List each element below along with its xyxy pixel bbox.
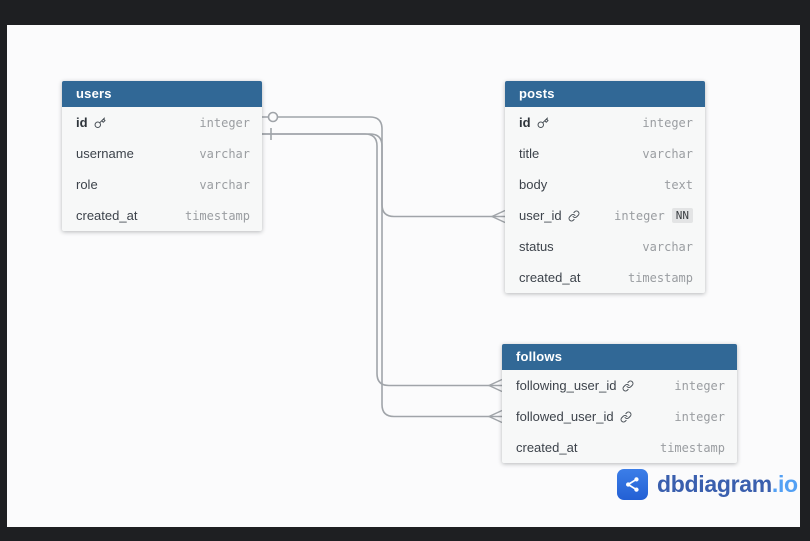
field-row-follows-followed_user_id[interactable]: followed_user_id integer <box>502 401 737 432</box>
field-type: varchar <box>642 239 693 254</box>
logo-tld: .io <box>771 471 798 497</box>
relationship-line[interactable] <box>262 116 505 218</box>
field-meta: integer <box>674 379 725 393</box>
field-meta: varchar <box>642 147 693 161</box>
field-name: body <box>519 177 548 192</box>
share-icon <box>617 469 648 500</box>
field-name: status <box>519 239 554 254</box>
field-meta: timestamp <box>660 441 725 455</box>
field-row-follows-following_user_id[interactable]: following_user_id integer <box>502 370 737 401</box>
field-type: integer <box>614 208 665 223</box>
field-meta: integer <box>674 410 725 424</box>
table-header-posts[interactable]: posts <box>505 81 705 107</box>
field-type: integer <box>199 115 250 130</box>
relationship-line[interactable] <box>262 133 502 387</box>
field-row-posts-body[interactable]: body text <box>505 169 705 200</box>
field-meta: varchar <box>199 147 250 161</box>
field-row-posts-user_id[interactable]: user_id integer NN <box>505 200 705 231</box>
link-icon <box>620 411 631 422</box>
link-icon <box>623 380 634 391</box>
field-type: integer <box>674 409 725 424</box>
field-meta: integer <box>199 116 250 130</box>
key-icon <box>94 117 106 128</box>
field-name: username <box>76 146 134 161</box>
field-name: role <box>76 177 98 192</box>
field-row-posts-id[interactable]: id integer <box>505 107 705 138</box>
field-row-users-username[interactable]: username varchar <box>62 138 262 169</box>
field-type: timestamp <box>659 440 725 455</box>
table-header-users[interactable]: users <box>62 81 262 107</box>
one-circle-marker <box>267 111 279 123</box>
field-row-follows-created_at[interactable]: created_at timestamp <box>502 432 737 463</box>
field-name: followed_user_id <box>516 409 632 424</box>
relationship-line[interactable] <box>262 133 502 418</box>
field-type: varchar <box>199 146 250 161</box>
field-type: timestamp <box>627 270 693 285</box>
field-type: text <box>664 177 693 192</box>
field-name: user_id <box>519 208 580 223</box>
field-meta: timestamp <box>628 271 693 285</box>
table-posts[interactable]: posts id integer title varchar body text user_i… <box>505 81 705 293</box>
crowfoot-many-marker <box>490 209 506 224</box>
field-row-posts-created_at[interactable]: created_at timestamp <box>505 262 705 293</box>
dbdiagram-logo[interactable]: dbdiagram.io <box>617 469 798 500</box>
field-row-posts-status[interactable]: status varchar <box>505 231 705 262</box>
field-name: created_at <box>76 208 138 223</box>
crowfoot-many-marker <box>487 409 503 424</box>
field-name: id <box>76 115 106 130</box>
link-icon <box>568 210 580 221</box>
field-meta: text <box>664 178 693 192</box>
field-name: title <box>519 146 540 161</box>
table-users[interactable]: users id integer username varchar role varchar… <box>62 81 262 231</box>
field-row-users-role[interactable]: role varchar <box>62 169 262 200</box>
field-name: created_at <box>516 440 578 455</box>
field-type: varchar <box>642 146 693 161</box>
diagram-canvas[interactable]: users id integer username varchar role varchar… <box>7 25 800 527</box>
field-type: integer <box>674 378 725 393</box>
field-meta: varchar <box>199 178 250 192</box>
field-meta: integer NN <box>614 208 693 223</box>
logo-name: dbdiagram <box>657 471 772 497</box>
field-type: integer <box>642 115 693 130</box>
crowfoot-many-marker <box>487 378 503 393</box>
field-row-users-id[interactable]: id integer <box>62 107 262 138</box>
nn-badge: NN <box>671 208 693 223</box>
field-meta: timestamp <box>185 209 250 223</box>
key-icon <box>537 117 549 128</box>
field-row-posts-title[interactable]: title varchar <box>505 138 705 169</box>
logo-text: dbdiagram.io <box>657 471 798 498</box>
field-name: id <box>519 115 549 130</box>
field-name: following_user_id <box>516 378 634 393</box>
field-type: varchar <box>199 177 250 192</box>
field-meta: integer <box>642 116 693 130</box>
field-row-users-created_at[interactable]: created_at timestamp <box>62 200 262 231</box>
table-header-follows[interactable]: follows <box>502 344 737 370</box>
field-meta: varchar <box>642 240 693 254</box>
field-type: timestamp <box>184 208 250 223</box>
field-name: created_at <box>519 270 581 285</box>
